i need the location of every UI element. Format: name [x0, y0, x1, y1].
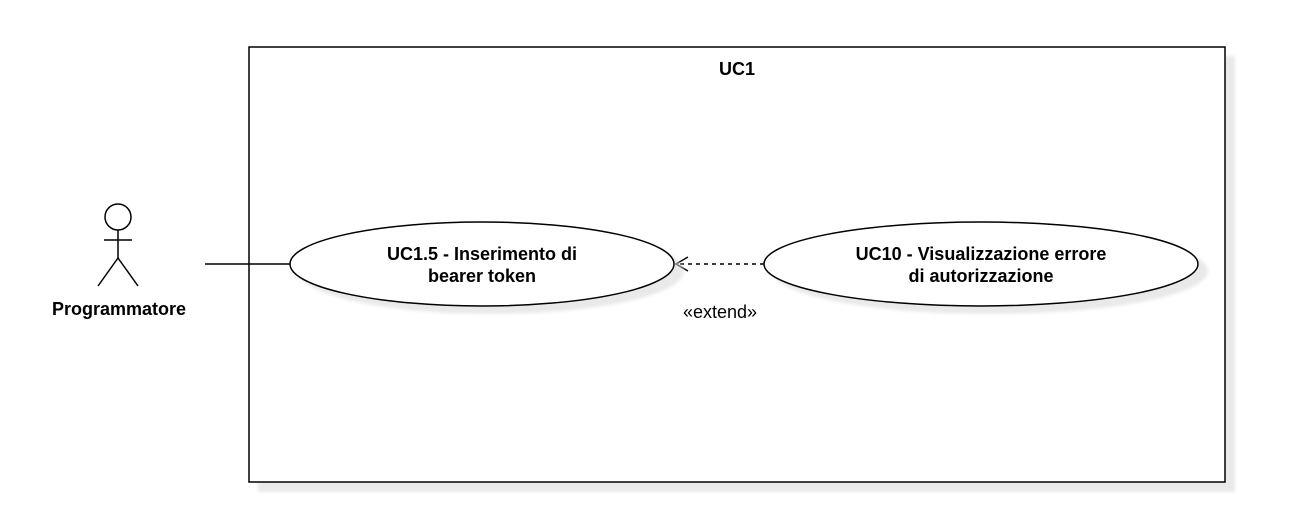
- use-case-uc1-5[interactable]: UC1.5 - Inserimento di bearer token: [289, 221, 684, 314]
- system-title: UC1: [719, 59, 755, 79]
- actor-programmatore[interactable]: Programmatore: [52, 203, 186, 319]
- actor-right-leg: [117, 257, 139, 287]
- use-case-ellipse: [289, 221, 675, 307]
- extend-stereotype-label: «extend»: [683, 302, 757, 322]
- extend-relationship[interactable]: «extend»: [674, 256, 764, 322]
- use-case-label-line-1: UC10 - Visualizzazione errore: [856, 244, 1107, 264]
- stick-figure-icon: [97, 203, 139, 287]
- use-case-uc10[interactable]: UC10 - Visualizzazione errore di autoriz…: [763, 221, 1208, 314]
- use-case-label-line-1: UC1.5 - Inserimento di: [387, 244, 577, 264]
- actor-head: [104, 203, 132, 231]
- use-case-label-line-2: bearer token: [428, 266, 536, 286]
- actor-name: Programmatore: [52, 299, 186, 319]
- use-case-ellipse: [763, 221, 1199, 307]
- actor-left-leg: [97, 257, 119, 287]
- use-case-label-line-2: di autorizzazione: [908, 266, 1053, 286]
